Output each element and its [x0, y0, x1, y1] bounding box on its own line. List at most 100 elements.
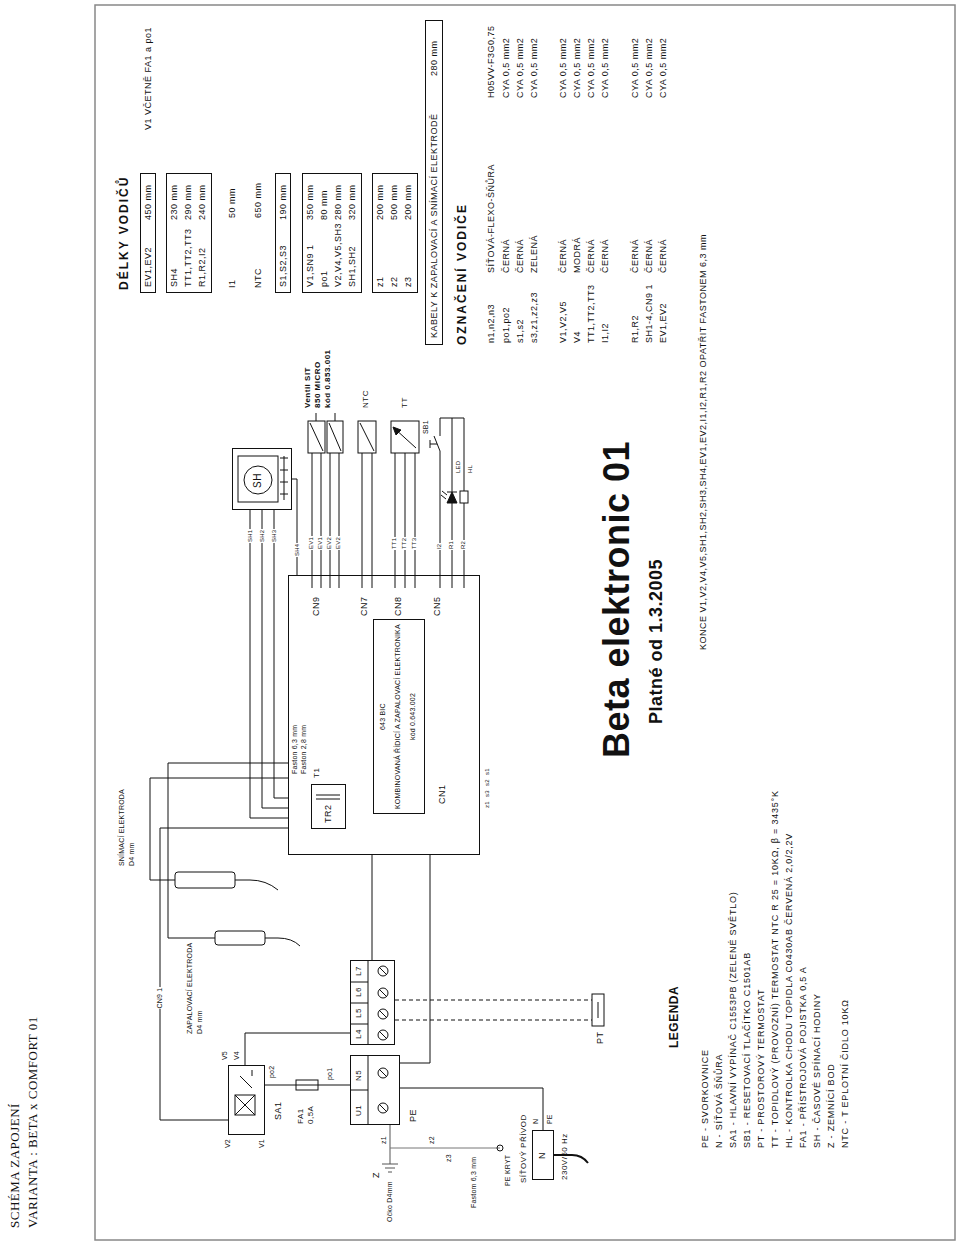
label-text: DÉLKY VODIČŮ — [118, 176, 132, 290]
connector-pins — [312, 575, 464, 588]
node-text: 230 mm — [169, 184, 179, 220]
legend-entry: SA1 - HLAVNÍ VYPÍNAČ C1553PB (ZELENÉ SVĚ… — [728, 891, 738, 1148]
ntc-mark — [360, 423, 374, 451]
control-unit: TR2 T1 643 BICKOMBINOVANÁ ŘÍDICÍ A ZAPALOV… — [288, 575, 480, 855]
label-text: I1,I2 — [600, 323, 610, 343]
label-text: Očko D4mm — [386, 1181, 394, 1222]
label-text: I1 — [227, 279, 237, 288]
node-text: 280 mm — [429, 40, 439, 76]
lamp-cross — [235, 1095, 255, 1115]
label-text: ČERNÁ — [501, 239, 511, 273]
node-text: TR2 — [323, 804, 333, 823]
table-box: V1,SN9 1350 mmpo180 mmV2,V4,V5,SH3280 mm… — [302, 173, 362, 293]
wire-label: TT2 — [401, 537, 408, 550]
label-text: PT — [595, 1031, 605, 1044]
table-box: SH4230 mmTT1,TT2,TT3290 mmR1,R2,I2240 mm — [166, 173, 212, 293]
reset-button-symbol — [430, 418, 440, 458]
label-text: HL — [467, 465, 474, 473]
label-text: PE — [546, 1114, 554, 1124]
node-text: S1,S2,S3 — [278, 245, 288, 287]
thermostat-arrowhead — [393, 427, 401, 435]
wire-label: SH1 — [247, 529, 254, 543]
label-text: SH1-4,CN9 1 — [644, 284, 654, 343]
node-text: R1,R2,I2 — [197, 247, 207, 287]
label-text: Ventil SIT — [303, 367, 312, 408]
table-box: z1200 mmz2500 mmz3200 mm — [372, 173, 418, 293]
wire — [262, 510, 288, 808]
label-text: CYA 0,5 mm2 — [586, 38, 596, 98]
node-text: CN8 — [393, 596, 403, 616]
led-symbol — [441, 418, 457, 499]
room-thermostat-symbol — [592, 994, 604, 1026]
wire-label: TT1 — [391, 537, 398, 550]
label-text: 50 mm — [227, 188, 237, 218]
label-text: ČERNÁ — [586, 239, 596, 273]
node-text: KOMBINOVANÁ ŘÍDICÍ A ZAPALOVACÍ ELEKTRON… — [394, 624, 402, 809]
wire-label: EV1 — [308, 536, 315, 550]
ntc-resistor — [358, 421, 376, 453]
diagram-title: Beta elektronic 01 — [596, 441, 637, 758]
label-text: KONCE V1,V2,V4,V5,SH1,SH2,SH3,SH4,EV1,EV… — [698, 234, 708, 650]
ring-terminal — [497, 1145, 503, 1151]
legend-entry: NTC - T EPLOTNÍ ČIDLO 10KΩ — [840, 999, 850, 1148]
lamp-symbol — [235, 1095, 255, 1115]
node-text: 190 mm — [278, 184, 288, 220]
wire-label: I2 — [436, 543, 443, 550]
node-text: KABELY K ZAPALOVACÍ A SNÍMACÍ ELEKTRODĚ — [429, 114, 439, 338]
label-text: CYA 0,5 mm2 — [529, 38, 539, 98]
page-frame — [95, 5, 955, 1240]
label-text: EV1,EV2 — [658, 303, 668, 343]
label-text: n1,n2,n3 — [486, 304, 496, 343]
lamp-symbol — [460, 491, 468, 503]
node-text: SÍŤOVÝ PŘÍVOD — [519, 1114, 528, 1183]
label-text: ČERNÁ — [515, 239, 525, 273]
label-text: V4 — [233, 1051, 241, 1060]
legend-entry: SB1 - RESETOVACÍ TLAČÍTKO C1501AB — [742, 952, 752, 1148]
led-symbol — [447, 492, 457, 503]
node-text: z3 — [403, 276, 413, 287]
component-wires — [440, 418, 464, 491]
label-text: N — [532, 1119, 540, 1124]
legend-entry: PE - SVORKOVNICE — [700, 1049, 710, 1148]
label-text: V4 — [572, 331, 582, 343]
label-text: SCHÉMA ZAPOJENÍ — [8, 1103, 23, 1228]
terminal-block: U1N5PE — [350, 1055, 400, 1125]
wire-label: R2 — [460, 540, 467, 550]
node-text: N — [537, 1152, 547, 1159]
label-text: MODRÁ — [572, 237, 582, 273]
mains-cable — [554, 1155, 588, 1163]
terminal-cells — [350, 960, 368, 1045]
node-text: SH1,SH2 — [347, 246, 357, 287]
label-text: SNÍMACÍ ELEKTRODA — [118, 789, 126, 866]
node-text: T1 — [312, 768, 321, 778]
electronics-module: 643 BICKOMBINOVANÁ ŘÍDICÍ A ZAPALOVACÍ E… — [373, 619, 425, 814]
node-text: CN9 — [311, 596, 321, 616]
node-text: SH — [252, 473, 264, 488]
label-text: CYA 0,5 mm2 — [644, 38, 654, 98]
label-text: LEGENDA — [668, 986, 682, 1048]
label-text: 0,5A — [306, 1106, 315, 1124]
table-box: KABELY K ZAPALOVACÍ A SNÍMACÍ ELEKTRODĚ 2… — [425, 20, 443, 345]
label-text: s3 — [484, 790, 491, 797]
legend-entry: HL - KONTROLKA CHODU TOPIDLA C0430AB ČER… — [784, 833, 794, 1148]
node-text: CN7 — [359, 596, 369, 616]
label-text: CYA 0,5 mm2 — [658, 38, 668, 98]
label-text: ČERNÁ — [658, 239, 668, 273]
wire-label: SH3 — [271, 529, 278, 543]
node-text: TT1,TT2,TT3 — [183, 228, 193, 287]
node-text: 350 mm — [305, 184, 315, 220]
wire — [250, 510, 288, 818]
legend-entry: SH - ČASOVÉ SPÍNACÍ HODINY — [812, 993, 822, 1148]
legend-entry: FA1 - PŘÍSTROJOVÁ POJISTKA 0,5 A — [798, 966, 808, 1148]
node-text: 240 mm — [197, 184, 207, 220]
label-text: s2 — [484, 779, 491, 786]
wire-label: EV1 — [317, 536, 324, 550]
label-text: Z — [371, 1172, 381, 1178]
table-box: S1,S2,S3 190 mm — [275, 173, 291, 293]
node-text: N5 — [354, 1070, 363, 1081]
label-text: CYA 0,5 mm2 — [558, 38, 568, 98]
table-box: EV1,EV2450 mm — [140, 173, 156, 293]
node-text: CN5 — [432, 596, 442, 616]
label-text: V5 — [221, 1051, 229, 1060]
